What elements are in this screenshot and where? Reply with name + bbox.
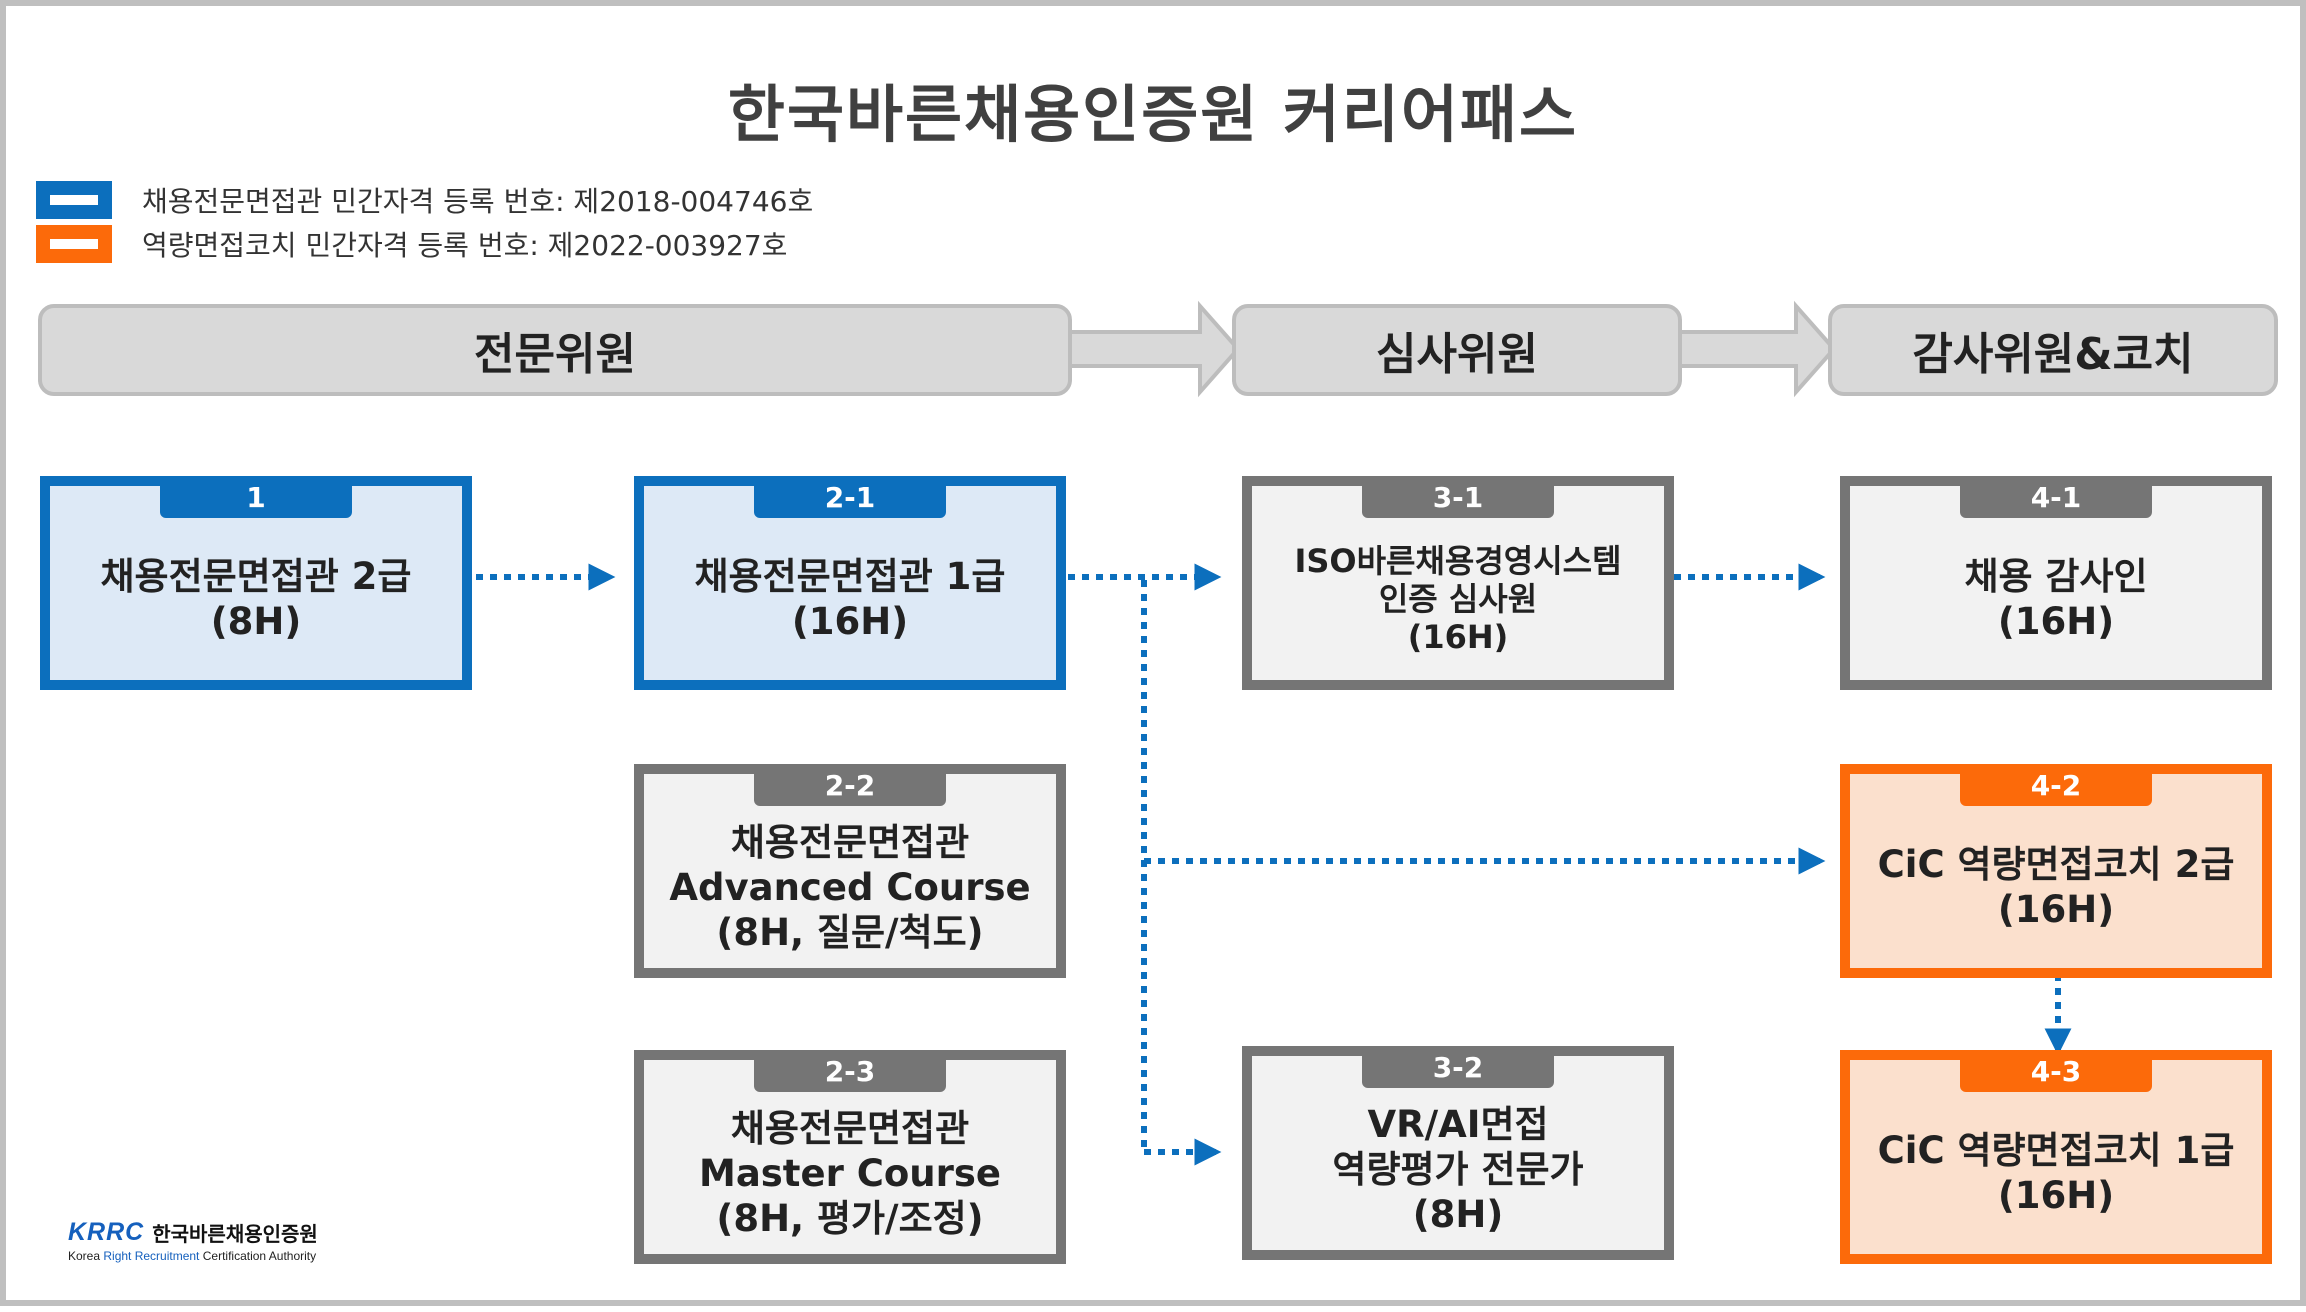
card-line: 채용전문면접관 bbox=[730, 820, 970, 864]
card-line: 인증 심사원 bbox=[1378, 580, 1538, 618]
card-2-3: 2-3 채용전문면접관 Master Course (8H, 평가/조정) bbox=[634, 1050, 1066, 1264]
card-number: 1 bbox=[160, 476, 352, 518]
card-number: 4-2 bbox=[1960, 764, 2152, 806]
connectors bbox=[476, 300, 2072, 1166]
logo-sub-pre: Korea bbox=[68, 1249, 104, 1263]
legend-item-orange: 역량면접코치 민간자격 등록 번호: 제2022-003927호 bbox=[36, 224, 787, 264]
legend-text: 역량면접코치 민간자격 등록 번호: 제2022-003927호 bbox=[142, 229, 788, 262]
logo-sub-highlight: Right Recruitment bbox=[103, 1249, 200, 1263]
card-content: VR/AI면접 역량평가 전문가 (8H) bbox=[1252, 1088, 1664, 1250]
card-number: 2-3 bbox=[754, 1050, 946, 1092]
logo-name: 한국바른채용인증원 bbox=[152, 1222, 318, 1246]
stage-expert: 전문위원 bbox=[38, 304, 1072, 396]
card-line: (16H) bbox=[1997, 888, 2115, 931]
card-3-1: 3-1 ISO바른채용경영시스템 인증 심사원 (16H) bbox=[1242, 476, 1674, 690]
card-4-2: 4-2 CiC 역량면접코치 2급 (16H) bbox=[1840, 764, 2272, 978]
card-content: 채용전문면접관 2급 (8H) bbox=[50, 518, 462, 680]
stage-arrow-2-icon bbox=[1674, 300, 1837, 398]
card-line: (16H) bbox=[791, 600, 909, 643]
card-line: (16H) bbox=[1997, 600, 2115, 643]
legend-swatch-orange-icon bbox=[36, 225, 112, 263]
card-line: (8H, 평가/조정) bbox=[716, 1196, 984, 1240]
card-line: 채용전문면접관 2급 bbox=[100, 555, 412, 598]
card-4-3: 4-3 CiC 역량면접코치 1급 (16H) bbox=[1840, 1050, 2272, 1264]
card-line: 채용 감사인 bbox=[1964, 555, 2148, 598]
card-line: 역량평가 전문가 bbox=[1332, 1147, 1584, 1191]
card-line: (16H) bbox=[1407, 618, 1509, 656]
card-line: (8H) bbox=[1412, 1192, 1504, 1236]
card-line: CiC 역량면접코치 2급 bbox=[1877, 843, 2235, 886]
card-2-2: 2-2 채용전문면접관 Advanced Course (8H, 질문/척도) bbox=[634, 764, 1066, 978]
card-content: 채용 감사인 (16H) bbox=[1850, 518, 2262, 680]
card-content: 채용전문면접관 Advanced Course (8H, 질문/척도) bbox=[644, 806, 1056, 968]
card-line: Master Course bbox=[699, 1151, 1001, 1195]
card-line: ISO바른채용경영시스템 bbox=[1294, 542, 1622, 580]
card-number: 4-3 bbox=[1960, 1050, 2152, 1092]
card-content: 채용전문면접관 1급 (16H) bbox=[644, 518, 1056, 680]
card-line: VR/AI면접 bbox=[1367, 1102, 1549, 1146]
card-number: 2-2 bbox=[754, 764, 946, 806]
card-line: Advanced Course bbox=[669, 865, 1031, 909]
card-1: 1 채용전문면접관 2급 (8H) bbox=[40, 476, 472, 690]
card-line: 채용전문면접관 1급 bbox=[694, 555, 1006, 598]
stage-examiner: 심사위원 bbox=[1232, 304, 1682, 396]
card-number: 3-1 bbox=[1362, 476, 1554, 518]
logo-sub-post: Certification Authority bbox=[199, 1249, 317, 1263]
stage-arrow-1-icon bbox=[1064, 300, 1241, 398]
card-number: 4-1 bbox=[1960, 476, 2152, 518]
card-line: (8H, 질문/척도) bbox=[716, 910, 984, 954]
legend-swatch-blue-icon bbox=[36, 181, 112, 219]
card-content: CiC 역량면접코치 2급 (16H) bbox=[1850, 806, 2262, 968]
krrc-logo: KRRC 한국바른채용인증원 Korea Right Recruitment C… bbox=[68, 1218, 318, 1263]
card-line: (16H) bbox=[1997, 1174, 2115, 1217]
logo-subtitle: Korea Right Recruitment Certification Au… bbox=[68, 1249, 318, 1263]
card-line: CiC 역량면접코치 1급 bbox=[1877, 1129, 2235, 1172]
card-4-1: 4-1 채용 감사인 (16H) bbox=[1840, 476, 2272, 690]
card-content: ISO바른채용경영시스템 인증 심사원 (16H) bbox=[1252, 518, 1664, 680]
card-content: 채용전문면접관 Master Course (8H, 평가/조정) bbox=[644, 1092, 1056, 1254]
legend-item-blue: 채용전문면접관 민간자격 등록 번호: 제2018-004746호 bbox=[36, 180, 813, 220]
logo-mark: KRRC bbox=[68, 1218, 145, 1246]
stage-auditor-coach: 감사위원&코치 bbox=[1828, 304, 2278, 396]
card-content: CiC 역량면접코치 1급 (16H) bbox=[1850, 1092, 2262, 1254]
card-3-2: 3-2 VR/AI면접 역량평가 전문가 (8H) bbox=[1242, 1046, 1674, 1260]
card-line: (8H) bbox=[210, 600, 302, 643]
card-2-1: 2-1 채용전문면접관 1급 (16H) bbox=[634, 476, 1066, 690]
card-line: 채용전문면접관 bbox=[730, 1106, 970, 1150]
card-number: 3-2 bbox=[1362, 1046, 1554, 1088]
legend-text: 채용전문면접관 민간자격 등록 번호: 제2018-004746호 bbox=[142, 185, 814, 218]
card-number: 2-1 bbox=[754, 476, 946, 518]
page-title: 한국바른채용인증원 커리어패스 bbox=[727, 78, 1579, 151]
